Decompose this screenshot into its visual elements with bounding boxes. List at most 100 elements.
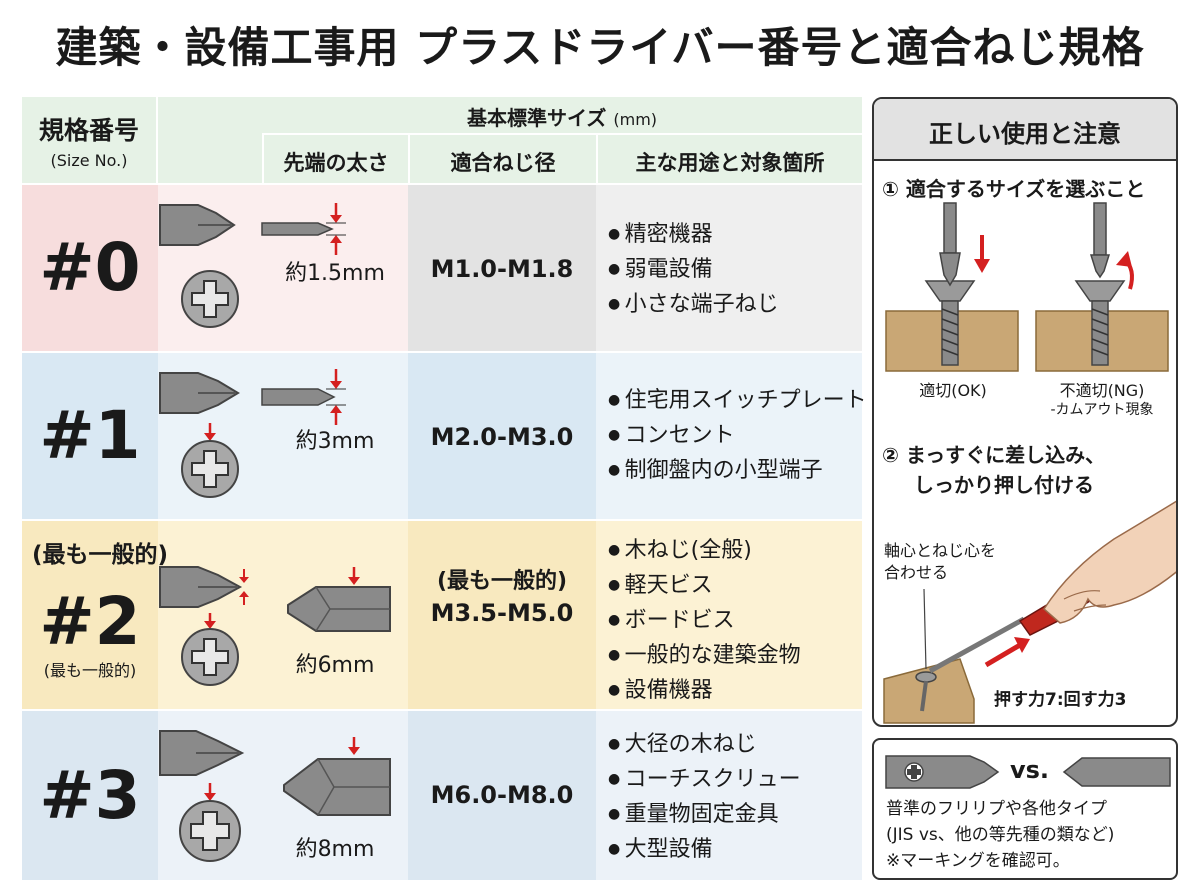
- note-line-2: (JIS vs、他の等先種の類など): [886, 825, 1115, 845]
- size-cell: #2 (最も一般的): [22, 521, 158, 709]
- tip-cell: 約1.5mm: [261, 185, 408, 351]
- icon-cell: [158, 521, 262, 709]
- icon-cell: [158, 711, 262, 880]
- ok-caption: 適切(OK): [919, 381, 987, 400]
- screw-diameter: M6.0-M8.0: [430, 781, 574, 809]
- bit-compare-icons: [885, 755, 1171, 789]
- uses-list: 住宅用スイッチプレート コンセント 制御盤内の小型端子: [608, 383, 867, 488]
- step-2-text-line1: ② まっすぐに差し込み、: [882, 443, 1106, 467]
- bit-type-note-box: vs. 普準のフリリプや各他タイプ (JIS vs、他の等先種の類など) ※マー…: [872, 738, 1178, 880]
- bit-side-icon: [159, 204, 236, 246]
- note-text: 普準のフリリプや各他タイプ (JIS vs、他の等先種の類など) ※マーキングを…: [886, 796, 1114, 874]
- header-size-no-label: 規格番号: [38, 116, 139, 145]
- list-item: 大型設備: [608, 832, 801, 867]
- list-item: コーチスクリュー: [608, 762, 801, 797]
- header-size-no: 規格番号 (Size No.): [22, 97, 158, 183]
- header-icon-column: [158, 97, 262, 183]
- bit-side-icon: [159, 566, 249, 629]
- table-row-size-2: #2 (最も一般的): [22, 519, 862, 709]
- size-number: #3: [39, 757, 141, 834]
- icon-cell: [158, 185, 262, 351]
- size-note-top: (最も一般的): [32, 542, 169, 568]
- tip-profile-icon: [261, 369, 346, 425]
- list-item: 制御盤内の小型端子: [608, 453, 867, 488]
- list-item: ボードビス: [608, 603, 801, 638]
- list-item: 弱電設備: [608, 252, 779, 287]
- tip-size: 約3mm: [295, 429, 375, 454]
- align-caption-line2: 合わせる: [884, 563, 949, 582]
- tip-cell: 約8mm: [262, 711, 408, 880]
- list-item: 設備機器: [608, 673, 801, 708]
- diameter-cell: M6.0-M8.0: [408, 711, 596, 880]
- bit-side-icon: [159, 372, 240, 441]
- uses-list: 精密機器 弱電設備 小さな端子ねじ: [608, 217, 779, 322]
- diameter-note: (最も一般的): [436, 569, 568, 594]
- ng-caption: 不適切(NG): [1059, 381, 1145, 400]
- phillips-head-icon: [181, 270, 239, 328]
- header-diameter: 適合ねじ径: [408, 133, 596, 183]
- phillips-head-icon: [181, 440, 239, 498]
- size-number: #1: [39, 397, 141, 474]
- uses-cell: 木ねじ(全般) 軽天ビス ボードビス 一般的な建築金物 設備機器: [596, 521, 862, 709]
- tip-size: 約8mm: [295, 837, 375, 862]
- usage-caution-panel: 正しい使用と注意 ① 適合するサイズを選ぶこと 適切(OK) 不適切(NG) -…: [872, 97, 1178, 727]
- size-note-bottom: (最も一般的): [43, 661, 137, 680]
- tip-cell: 約3mm: [261, 353, 408, 519]
- list-item: 住宅用スイッチプレート: [608, 383, 867, 418]
- uses-list: 大径の木ねじ コーチスクリュー 重量物固定金具 大型設備: [608, 727, 801, 867]
- align-caption-line1: 軸心とねじ心を: [884, 541, 997, 560]
- list-item: 精密機器: [608, 217, 779, 252]
- fit-comparison-illustration: [885, 202, 1169, 372]
- list-item: 一般的な建築金物: [608, 638, 801, 673]
- tip-size: 約1.5mm: [285, 261, 385, 286]
- diameter-cell: (最も一般的) M3.5-M5.0: [408, 521, 596, 709]
- step-2-text-line2: しっかり押し付ける: [914, 473, 1094, 497]
- list-item: 大径の木ねじ: [608, 727, 801, 762]
- force-ratio-caption: 押す力7:回す力3: [994, 690, 1127, 710]
- header-tip: 先端の太さ: [262, 133, 408, 183]
- header-size-no-en: (Size No.): [50, 151, 128, 170]
- size-number: #0: [39, 229, 141, 306]
- bit-side-icon: [159, 730, 245, 801]
- uses-cell: 住宅用スイッチプレート コンセント 制御盤内の小型端子: [596, 353, 867, 519]
- phillips-head-icon: [181, 628, 239, 686]
- note-line-3: ※マーキングを確認可。: [886, 851, 1070, 871]
- tip-profile-icon: [261, 203, 346, 255]
- size-number: #2: [39, 583, 141, 660]
- screw-diameter: M2.0-M3.0: [430, 423, 574, 451]
- list-item: 小さな端子ねじ: [608, 287, 779, 322]
- header-unit: (mm): [613, 110, 658, 129]
- diameter-cell: M1.0-M1.8: [408, 185, 596, 351]
- list-item: 軽天ビス: [608, 568, 801, 603]
- uses-cell: 大径の木ねじ コーチスクリュー 重量物固定金具 大型設備: [596, 711, 862, 880]
- tip-size: 約6mm: [295, 653, 375, 678]
- screw-diameter: M1.0-M1.8: [430, 255, 574, 283]
- list-item: 重量物固定金具: [608, 797, 801, 832]
- ng-note: -カムアウト現象: [1050, 402, 1154, 418]
- header-basic-label: 基本標準サイズ: [466, 106, 607, 130]
- panel-title: 正しい使用と注意: [874, 99, 1176, 161]
- versus-label: vs.: [1010, 756, 1050, 784]
- table-row-size-0: #0 約1.5mm M1.0-M1: [22, 183, 862, 351]
- screw-diameter: M3.5-M5.0: [430, 599, 574, 627]
- size-table: 規格番号 (Size No.) 基本標準サイズ (mm) 先端の太さ 適合ねじ径…: [22, 97, 867, 880]
- note-line-1: 普準のフリリプや各他タイプ: [886, 799, 1107, 819]
- header-uses: 主な用途と対象箇所: [596, 133, 862, 183]
- page-title: 建築・設備工事用 プラスドライバー番号と適合ねじ規格: [55, 23, 1145, 72]
- tip-profile-icon: [283, 737, 391, 816]
- list-item: コンセント: [608, 418, 867, 453]
- phillips-head-icon: [179, 800, 241, 862]
- list-item: 木ねじ(全般): [608, 533, 801, 568]
- icon-cell: [158, 353, 262, 519]
- size-cell: #3: [22, 711, 158, 880]
- step-1-text: ① 適合するサイズを選ぶこと: [882, 177, 1146, 201]
- header-basic-size: 基本標準サイズ (mm): [262, 97, 862, 133]
- size-cell: #1: [22, 353, 158, 519]
- table-row-size-1: #1 約3mm: [22, 351, 867, 519]
- tip-cell: 約6mm: [262, 521, 408, 709]
- table-row-size-3: #3 約8mm: [22, 709, 862, 880]
- push-illustration: [883, 500, 1176, 724]
- uses-list: 木ねじ(全般) 軽天ビス ボードビス 一般的な建築金物 設備機器: [608, 533, 801, 708]
- tip-profile-icon: [287, 567, 391, 632]
- diameter-cell: M2.0-M3.0: [408, 353, 596, 519]
